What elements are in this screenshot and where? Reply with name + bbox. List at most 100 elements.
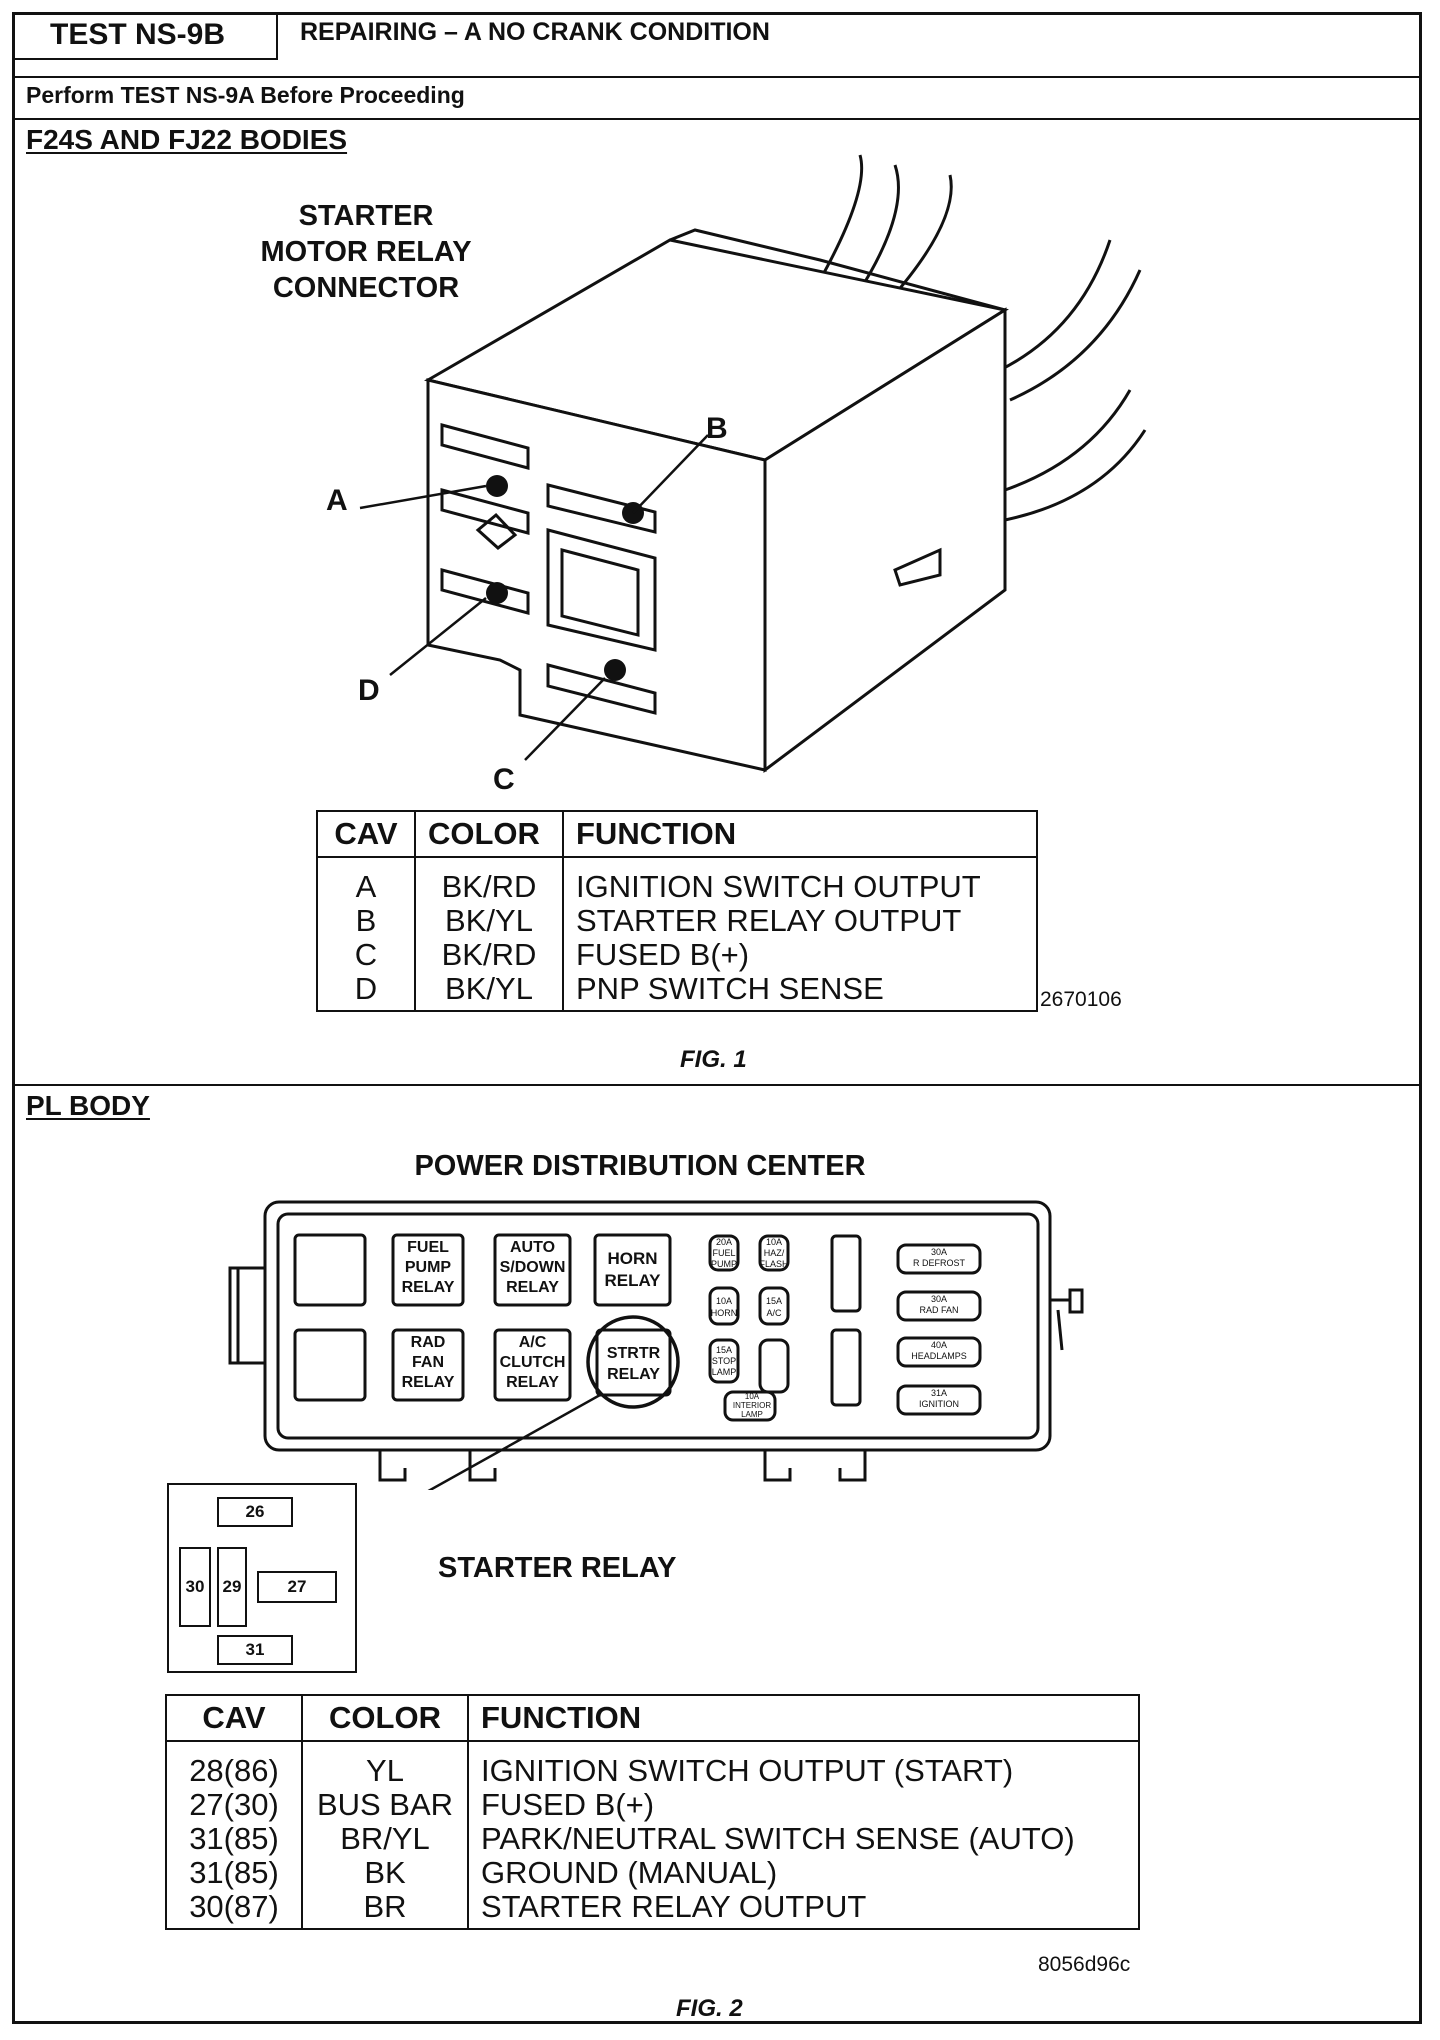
- relay-pin-bottom: 31: [217, 1635, 293, 1665]
- fuse-interior-lamp: 10A INTERIOR LAMP: [722, 1392, 782, 1419]
- cell-cav: 28(86): [189, 1753, 279, 1788]
- cell-color: BK/YL: [414, 904, 563, 938]
- fuse-haz-flash: 10A HAZ/ FLASH: [754, 1237, 794, 1270]
- cell-color: BK/RD: [414, 857, 563, 904]
- cell-color: BR/YL: [301, 1822, 468, 1856]
- fig2-ref-code: 8056d96c: [1038, 1953, 1131, 1976]
- cell-function: FUSED B(+): [467, 1788, 1139, 1822]
- relay-rad-fan: RAD FAN RELAY: [393, 1333, 463, 1393]
- header-function: FUNCTION: [562, 811, 1037, 858]
- callout-b: B: [706, 412, 728, 445]
- relay-rad-fan-line-3: RELAY: [401, 1374, 455, 1391]
- fuse-ac: 15A A/C: [754, 1295, 794, 1319]
- connector-title-line-2: MOTOR RELAY: [260, 236, 472, 268]
- test-id: TEST NS-9B: [50, 18, 226, 51]
- connector-drawing: [359, 154, 1147, 773]
- cell-function: PNP SWITCH SENSE: [562, 972, 1037, 1011]
- fuse-horn-line-2: HORN: [710, 1308, 738, 1318]
- relay-starter-line-1: STRTR: [606, 1345, 661, 1362]
- connector-title-line-1: STARTER: [298, 200, 434, 232]
- cell-function: STARTER RELAY OUTPUT: [467, 1890, 1139, 1929]
- cell-cav: C: [354, 937, 378, 972]
- maxi-fuse-headlamps: 40A HEADLAMPS: [898, 1340, 980, 1362]
- fig1-section-label: F24S AND FJ22 BODIES: [26, 124, 348, 155]
- cavity-c-dot: [604, 659, 626, 681]
- relay-horn-line-1: HORN: [607, 1249, 658, 1268]
- starter-relay-detail: 26 30 29 27 31: [167, 1483, 357, 1673]
- cell-function: FUSED B(+): [562, 938, 1037, 972]
- cell-function: PARK/NEUTRAL SWITCH SENSE (AUTO): [467, 1822, 1139, 1856]
- maxi-fuse-r-defrost-label: R DEFROST: [912, 1258, 965, 1268]
- cell-cav: B: [355, 903, 377, 938]
- header-color: COLOR: [301, 1695, 468, 1742]
- callout-c: C: [493, 763, 515, 796]
- cell-function: IGNITION SWITCH OUTPUT: [562, 857, 1037, 904]
- pdc-title: POWER DISTRIBUTION CENTER: [414, 1150, 866, 1182]
- relay-fuel-pump: FUEL PUMP RELAY: [393, 1238, 463, 1298]
- fuse-ac-line-2: A/C: [766, 1308, 782, 1318]
- maxi-fuse-ignition: 31A IGNITION: [898, 1388, 980, 1410]
- fig2-section-label: PL BODY: [26, 1090, 150, 1121]
- header-color: COLOR: [414, 811, 563, 858]
- maxi-fuse-headlamps-label: HEADLAMPS: [911, 1351, 967, 1361]
- fuse-fuel-pump-line-2: FUEL: [712, 1248, 736, 1258]
- page-frame: [12, 12, 1422, 2024]
- cavity-d-dot: [486, 582, 508, 604]
- header-divider: [276, 12, 278, 60]
- cell-color: BK: [301, 1856, 468, 1890]
- fuse-haz-flash-line-3: FLASH: [759, 1259, 789, 1269]
- cell-function: STARTER RELAY OUTPUT: [562, 904, 1037, 938]
- perform-rule: [12, 118, 1422, 120]
- fuse-stop-lamp-line-2: STOP: [711, 1356, 737, 1366]
- relay-fuel-pump-line-3: RELAY: [401, 1279, 455, 1296]
- relay-rad-fan-line-1: RAD: [410, 1334, 446, 1351]
- maxi-fuse-r-defrost-rating: 30A: [930, 1247, 947, 1257]
- relay-ac-clutch-line-2: CLUTCH: [499, 1354, 566, 1371]
- relay-ac-clutch-line-3: RELAY: [506, 1374, 559, 1391]
- cell-function: IGNITION SWITCH OUTPUT (START): [467, 1741, 1139, 1788]
- connector-title: STARTER MOTOR RELAY CONNECTOR: [230, 198, 502, 306]
- table-header-row: CAV COLOR FUNCTION: [317, 811, 1037, 858]
- relay-auto-shutdown-line-2: S/DOWN: [499, 1259, 566, 1276]
- perform-note: Perform TEST NS-9A Before Proceeding: [26, 82, 465, 108]
- relay-pin-top: 26: [217, 1497, 293, 1527]
- pdc-drawing: [228, 1200, 1084, 1490]
- section-divider: [12, 1084, 1422, 1086]
- connector-title-line-3: CONNECTOR: [272, 272, 460, 304]
- cavity-a-dot: [486, 475, 508, 497]
- relay-auto-shutdown-line-3: RELAY: [506, 1279, 559, 1296]
- relay-fuel-pump-line-2: PUMP: [404, 1259, 452, 1276]
- cell-color: BK/RD: [414, 938, 563, 972]
- fuse-haz-flash-rating: 10A: [765, 1237, 782, 1247]
- maxi-fuse-ignition-rating: 31A: [930, 1388, 947, 1398]
- header-function: FUNCTION: [467, 1695, 1139, 1742]
- fuse-fuel-pump-rating: 20A: [715, 1237, 732, 1247]
- maxi-fuse-rad-fan-rating: 30A: [930, 1294, 947, 1304]
- table-header-row: CAV COLOR FUNCTION: [166, 1695, 1139, 1742]
- callout-a: A: [326, 484, 348, 517]
- test-title: REPAIRING – A NO CRANK CONDITION: [300, 18, 770, 46]
- fuse-horn-rating: 10A: [715, 1296, 732, 1306]
- relay-starter-line-2: RELAY: [607, 1366, 660, 1383]
- fuse-interior-lamp-rating: 10A: [744, 1392, 760, 1401]
- header-rule: [12, 76, 1422, 78]
- maxi-fuse-headlamps-rating: 40A: [930, 1340, 947, 1350]
- maxi-fuse-rad-fan-label: RAD FAN: [919, 1305, 959, 1315]
- fuse-interior-lamp-line-2: INTERIOR: [732, 1401, 772, 1410]
- cell-color: BK/YL: [414, 972, 563, 1011]
- relay-pin-left: 30: [179, 1547, 211, 1627]
- fuse-horn: 10A HORN: [704, 1295, 744, 1319]
- cell-cav: 31(85): [189, 1855, 279, 1890]
- fuse-ac-rating: 15A: [765, 1296, 782, 1306]
- relay-starter: STRTR RELAY: [597, 1343, 670, 1385]
- fuse-stop-lamp: 15A STOP LAMP: [704, 1345, 744, 1378]
- starter-relay-label: STARTER RELAY: [438, 1552, 677, 1584]
